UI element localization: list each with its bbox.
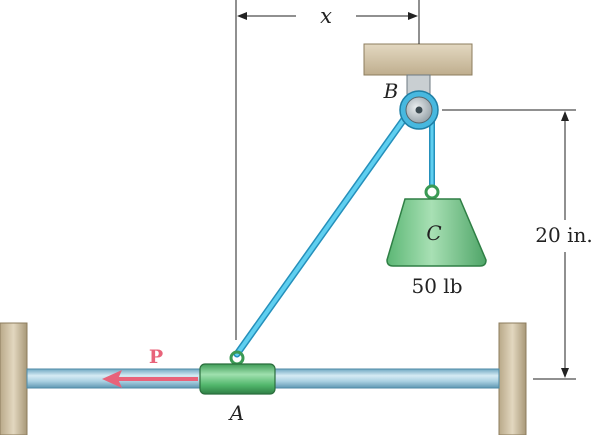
- pulley-b: [399, 90, 439, 130]
- force-p-arrow: [102, 370, 198, 388]
- dimension-x-label: x: [320, 4, 332, 28]
- collar-a: [199, 363, 276, 395]
- point-b-label: B: [383, 79, 399, 103]
- dimension-x: [235, 0, 420, 340]
- dimension-height: [442, 109, 576, 380]
- point-a-label: A: [228, 401, 244, 425]
- force-p-label: P: [149, 346, 163, 368]
- ceiling-support: [363, 43, 473, 76]
- dimension-height-label: 20 in.: [535, 223, 592, 247]
- right-wall: [498, 322, 527, 435]
- weight-hook: [424, 184, 440, 200]
- point-c-label: C: [426, 221, 441, 245]
- cable-ab-highlight: [235, 106, 414, 356]
- left-wall: [0, 322, 28, 435]
- weight-label: 50 lb: [411, 274, 462, 298]
- weight-block-c: [386, 198, 487, 267]
